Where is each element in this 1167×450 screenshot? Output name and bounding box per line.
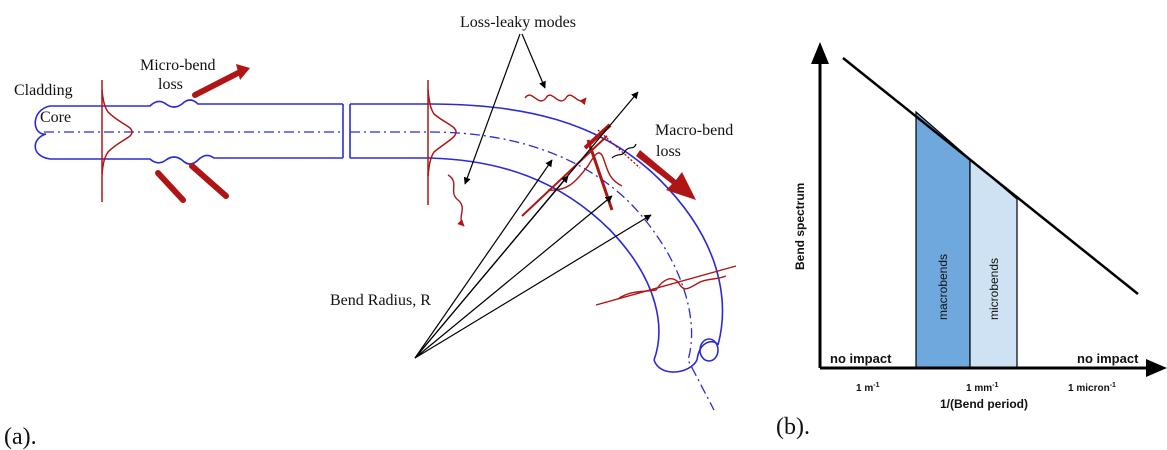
panel-b-label: (b). [776,414,810,440]
core-label: Core [40,109,71,126]
bent-fiber [349,103,724,373]
panel-a-diagram: Cladding Core Micro-bend loss Loss-leaky… [4,14,737,450]
macro-bend-loss-label-2: loss [656,143,681,160]
macrobends-band [915,110,971,369]
core-axis-bent [350,131,715,411]
bend-radius-lines [414,91,652,359]
loss-leaky-modes-label: Loss-leaky modes [460,14,576,31]
x-axis-label: 1/(Bend period) [940,397,1028,411]
tick-label-1micron: 1 micron-1 [1068,382,1116,394]
microbends-label: microbends [987,258,1001,320]
macro-bend-loss-arrow [636,150,696,200]
tick-label-1mm: 1 mm-1 [966,382,998,394]
cladding-label: Cladding [14,82,73,99]
macro-bend-leak [521,123,641,217]
macro-bend-loss-label-1: Macro-bend [655,122,733,139]
bend-spectrum-line [842,57,1139,295]
x-axis-arrow [1146,359,1167,377]
leaky-wave-lines [447,94,587,227]
leaky-modes-pointers [463,33,546,185]
y-axis-arrow [811,42,829,64]
y-axis-label: Bend spectrum [793,183,807,270]
panel-a-label: (a). [4,424,37,450]
macro-bend-brace [611,143,637,159]
micro-bend-loss-label-1: Micro-bend [140,57,216,74]
straight-fiber [34,99,344,165]
mode-profile-bend [427,80,457,205]
mode-profile-end [595,265,737,306]
mode-profile-straight [101,80,133,202]
panel-b-diagram: macrobends microbends Bend spectrum no i… [776,42,1167,440]
macrobends-label: macrobends [936,254,950,320]
tick-label-1m: 1 m-1 [856,382,880,394]
region-left-label: no impact [830,351,892,366]
micro-bend-loss-arrows [155,64,250,203]
micro-bend-loss-label-2: loss [158,76,183,93]
region-right-label: no impact [1077,351,1139,366]
bend-radius-label: Bend Radius, R [330,292,431,309]
